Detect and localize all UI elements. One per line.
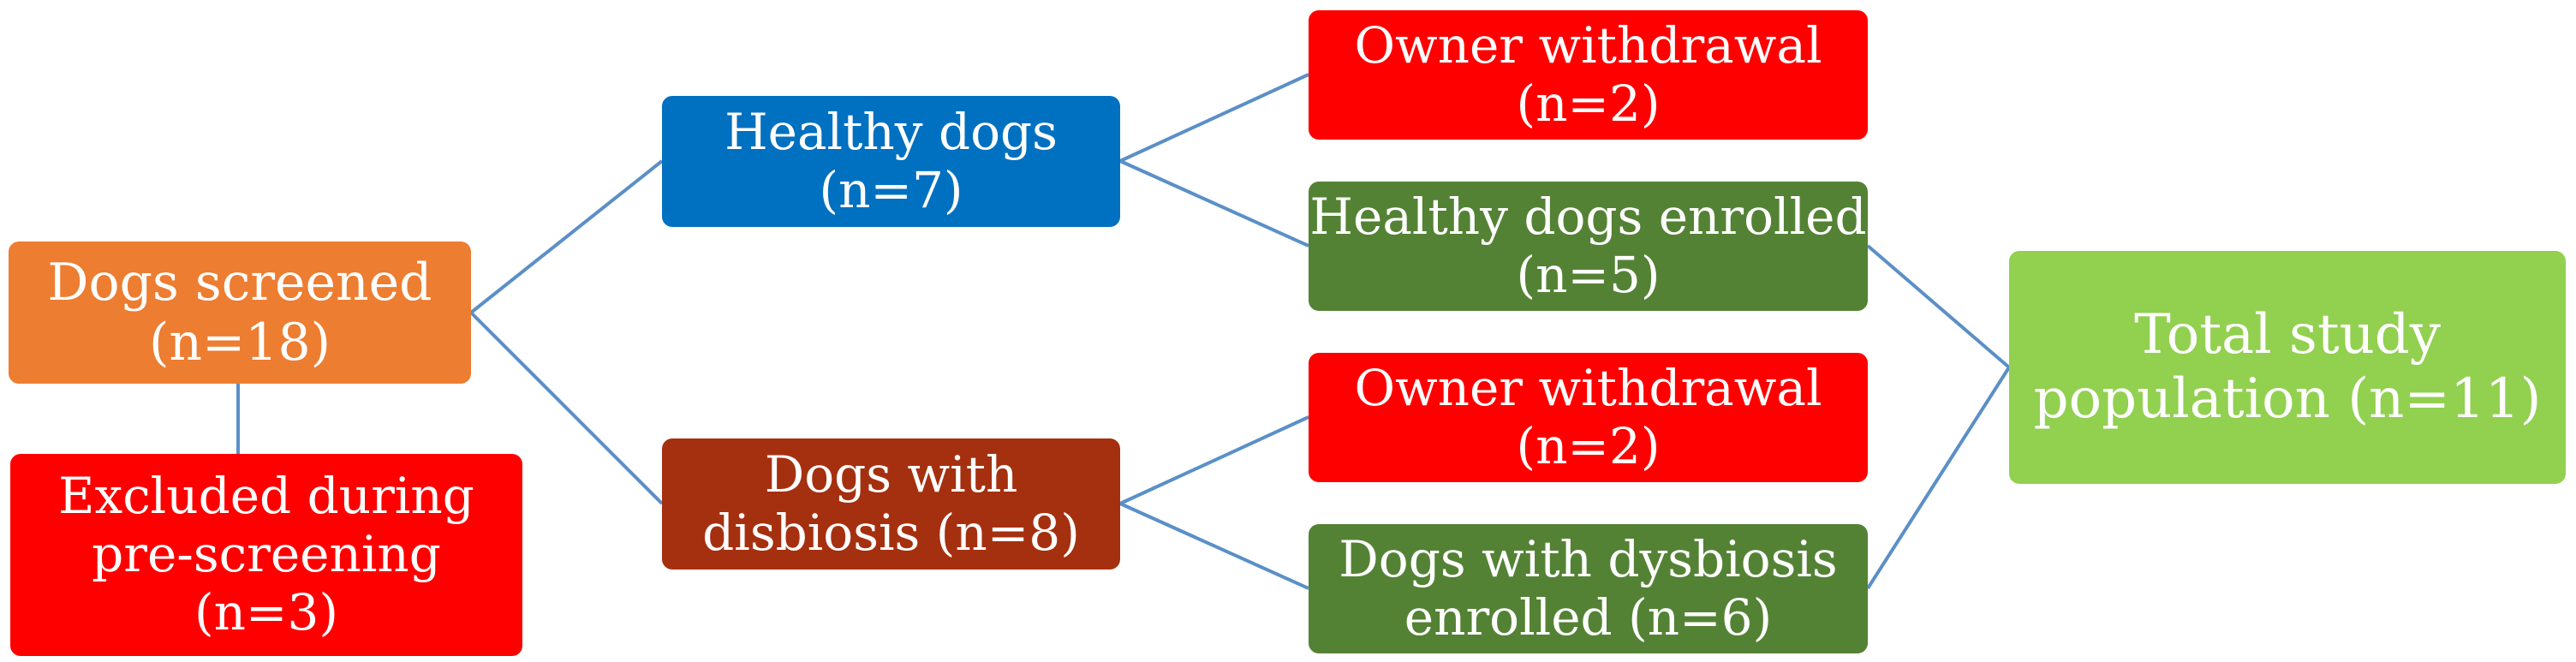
node-total-study-population-line-1: Total study xyxy=(2134,303,2441,367)
node-healthy-dogs-line-2: (n=7) xyxy=(819,160,963,219)
edge-screened-to-healthy xyxy=(469,159,664,314)
node-dogs-screened-line-2: (n=18) xyxy=(148,313,331,373)
edge-dysbiosis-to-enrolled xyxy=(1119,502,1309,590)
node-dogs-with-disbiosis: Dogs with disbiosis (n=8) xyxy=(662,438,1120,570)
node-dogs-with-dysbiosis-enrolled-line-1: Dogs with dysbiosis xyxy=(1339,529,1838,588)
node-dogs-screened: Dogs screened (n=18) xyxy=(9,242,471,384)
node-owner-withdrawal-dysbiosis-line-2: (n=2) xyxy=(1516,416,1661,475)
edge-healthy-to-enrolled xyxy=(1119,159,1309,248)
node-total-study-population-line-2: population (n=11) xyxy=(2033,367,2542,431)
edge-dysbiosis-to-withdrawal xyxy=(1119,415,1309,505)
node-excluded-prescreening: Excluded during pre-screening (n=3) xyxy=(10,454,522,656)
node-dogs-with-disbiosis-line-2: disbiosis (n=8) xyxy=(702,503,1080,562)
node-excluded-line-3: (n=3) xyxy=(194,582,339,641)
node-healthy-dogs-line-1: Healthy dogs xyxy=(724,102,1058,161)
node-owner-withdrawal-healthy-line-1: Owner withdrawal xyxy=(1354,15,1822,75)
node-healthy-dogs-enrolled-line-2: (n=5) xyxy=(1516,245,1661,304)
node-healthy-dogs: Healthy dogs (n=7) xyxy=(662,96,1120,227)
node-owner-withdrawal-healthy: Owner withdrawal (n=2) xyxy=(1309,10,1868,140)
node-excluded-line-1: Excluded during xyxy=(58,467,474,526)
node-healthy-dogs-enrolled: Healthy dogs enrolled (n=5) xyxy=(1309,182,1868,311)
edge-healthy-to-withdrawal xyxy=(1119,73,1309,163)
node-healthy-dogs-enrolled-line-1: Healthy dogs enrolled xyxy=(1309,187,1867,246)
node-total-study-population: Total study population (n=11) xyxy=(2009,251,2566,484)
edge-healthy-enrolled-to-total xyxy=(1866,244,2011,369)
node-owner-withdrawal-dysbiosis: Owner withdrawal (n=2) xyxy=(1309,353,1868,482)
node-dogs-with-dysbiosis-enrolled: Dogs with dysbiosis enrolled (n=6) xyxy=(1309,524,1868,653)
node-dogs-screened-line-1: Dogs screened xyxy=(47,252,432,313)
node-dogs-with-disbiosis-line-1: Dogs with xyxy=(764,444,1018,504)
node-owner-withdrawal-dysbiosis-line-1: Owner withdrawal xyxy=(1354,358,1822,417)
edge-screened-to-dysbiosis xyxy=(469,311,664,505)
node-excluded-line-2: pre-screening xyxy=(92,525,441,584)
node-dogs-with-dysbiosis-enrolled-line-2: enrolled (n=6) xyxy=(1404,587,1773,647)
node-owner-withdrawal-healthy-line-2: (n=2) xyxy=(1516,74,1661,133)
edge-dysbiosis-enrolled-to-total xyxy=(1866,366,2011,590)
